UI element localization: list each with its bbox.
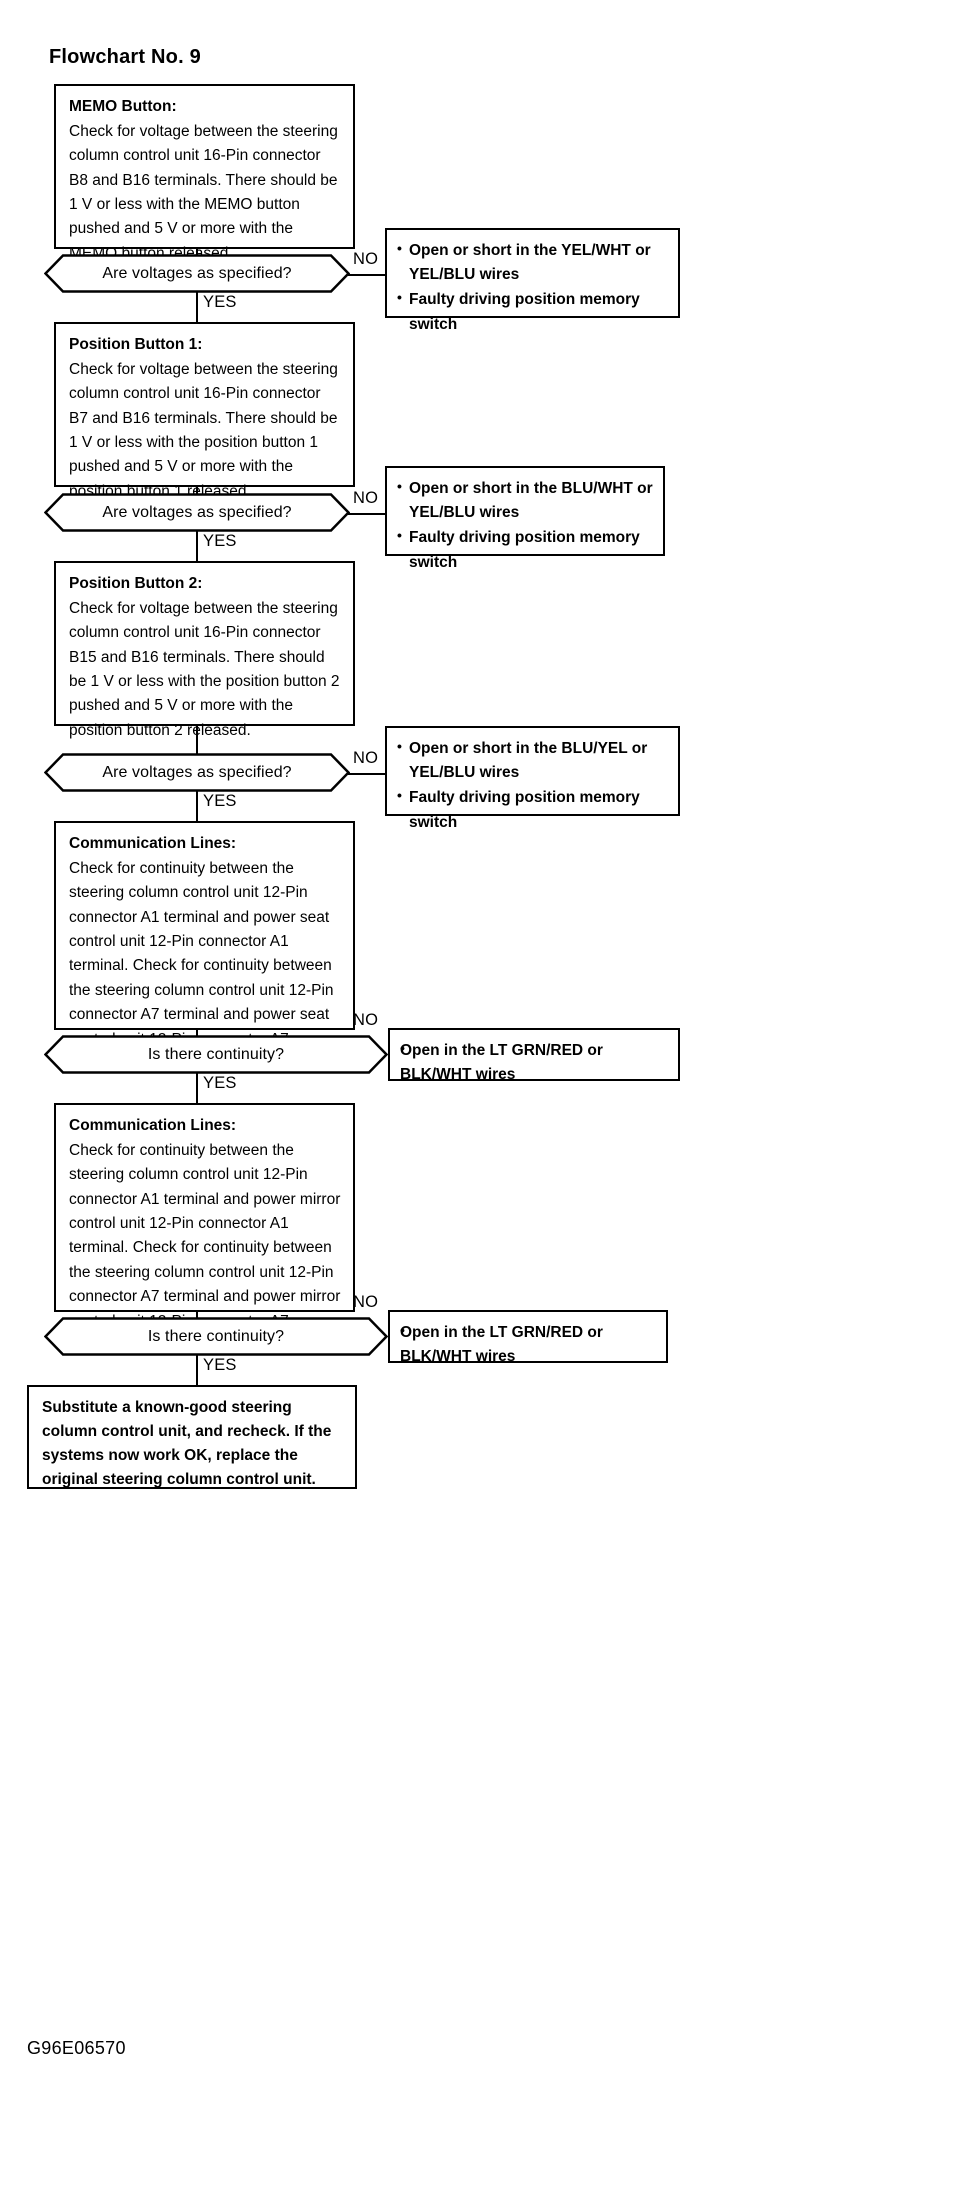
hexagon-shape	[44, 254, 350, 293]
decision-are-voltages-as-specified-2: Are voltages as specified?	[44, 493, 350, 532]
decision-are-voltages-as-specified-3: Are voltages as specified?	[44, 753, 350, 792]
decision-are-voltages-as-specified-1: Are voltages as specified?	[44, 254, 350, 293]
decision-label: Are voltages as specified?	[102, 503, 292, 521]
hexagon-shape	[44, 1317, 388, 1356]
process-box-body: Check for voltage between the steering c…	[69, 599, 340, 739]
process-box-body: Check for voltage between the steering c…	[69, 360, 338, 500]
figure-code: G96E06570	[27, 2038, 126, 2058]
result-box-position-button-1-no: Open or short in the BLU/WHT or YEL/BLU …	[385, 466, 665, 571]
page-title: Flowchart No. 9	[49, 46, 201, 68]
connector-line-yes	[196, 791, 198, 821]
branch-label-no: NO	[353, 1293, 379, 1311]
process-box-heading: Position Button 2:	[69, 575, 203, 592]
process-box-communication-lines-seat: Communication Lines: Check for continuit…	[54, 821, 355, 1072]
connector-line-yes	[196, 292, 198, 322]
result-box-communication-lines-mirror-no: Open in the LT GRN/RED or BLK/WHT wires	[388, 1310, 668, 1365]
connector-line-yes	[196, 1073, 198, 1103]
decision-is-there-continuity-1: Is there continuity?	[44, 1035, 388, 1074]
result-text: Open in the LT GRN/RED or BLK/WHT wires	[400, 1038, 670, 1087]
connector-line-no	[348, 773, 388, 775]
process-box-memo-button: MEMO Button: Check for voltage between t…	[54, 84, 355, 262]
process-box-body: Substitute a known-good steering column …	[42, 1399, 332, 1489]
branch-label-yes: YES	[203, 532, 237, 550]
result-bullet: Faulty driving position memory switch	[397, 525, 655, 574]
branch-label-yes: YES	[203, 792, 237, 810]
branch-label-no: NO	[353, 250, 379, 268]
branch-label-no: NO	[353, 489, 379, 507]
decision-is-there-continuity-2: Is there continuity?	[44, 1317, 388, 1356]
result-bullet: Faulty driving position memory switch	[397, 785, 670, 834]
connector-line-yes	[196, 531, 198, 561]
process-box-heading: Communication Lines:	[69, 1117, 237, 1134]
decision-label: Are voltages as specified?	[102, 264, 292, 282]
hexagon-shape	[44, 753, 350, 792]
result-box-position-button-2-no: Open or short in the BLU/YEL or YEL/BLU …	[385, 726, 680, 831]
branch-label-no: NO	[353, 1011, 379, 1029]
result-bullet: Faulty driving position memory switch	[397, 287, 670, 336]
branch-label-yes: YES	[203, 1074, 237, 1092]
process-box-heading: Position Button 1:	[69, 336, 203, 353]
process-box-communication-lines-mirror: Communication Lines: Check for continuit…	[54, 1103, 355, 1354]
process-box-heading: MEMO Button:	[69, 98, 177, 115]
result-bullet: Open or short in the BLU/WHT or YEL/BLU …	[397, 476, 655, 525]
hexagon-shape	[44, 493, 350, 532]
process-box-position-button-2: Position Button 2: Check for voltage bet…	[54, 561, 355, 739]
connector-line-no	[348, 274, 388, 276]
branch-label-no: NO	[353, 749, 379, 767]
process-box-position-button-1: Position Button 1: Check for voltage bet…	[54, 322, 355, 500]
process-box-final-action: Substitute a known-good steering column …	[27, 1385, 357, 1489]
process-box-heading: Communication Lines:	[69, 835, 237, 852]
hexagon-shape	[44, 1035, 388, 1074]
connector-line	[196, 726, 198, 754]
result-box-memo-button-no: Open or short in the YEL/WHT or YEL/BLU …	[385, 228, 680, 333]
result-text: Open in the LT GRN/RED or BLK/WHT wires	[400, 1320, 658, 1369]
decision-label: Are voltages as specified?	[102, 763, 292, 781]
decision-label: Is there continuity?	[147, 1045, 285, 1063]
result-bullet: Open or short in the BLU/YEL or YEL/BLU …	[397, 736, 670, 785]
branch-label-yes: YES	[203, 1356, 237, 1374]
branch-label-yes: YES	[203, 293, 237, 311]
connector-line-no	[348, 513, 388, 515]
result-box-communication-lines-seat-no: Open in the LT GRN/RED or BLK/WHT wires	[388, 1028, 680, 1083]
process-box-body: Check for voltage between the steering c…	[69, 122, 338, 262]
connector-line-yes	[196, 1355, 198, 1385]
decision-label: Is there continuity?	[147, 1327, 285, 1345]
result-bullet: Open or short in the YEL/WHT or YEL/BLU …	[397, 238, 670, 287]
